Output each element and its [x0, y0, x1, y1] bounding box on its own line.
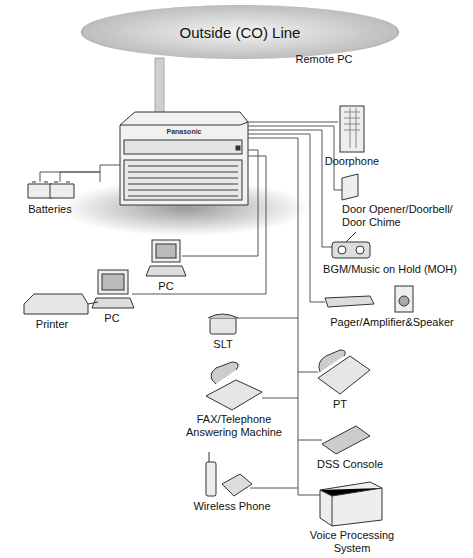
bgm-player-icon: [332, 232, 370, 258]
device-label: PC: [151, 280, 181, 293]
wireless-phone-icon: [206, 452, 252, 496]
slt-phone-icon: [208, 314, 238, 334]
device-label: Printer: [22, 318, 82, 331]
device-label: FAX/Telephone Answering Machine: [174, 413, 294, 439]
co-pole: [155, 58, 164, 120]
brand-label: Panasonic: [159, 128, 209, 136]
pc-icon: [92, 270, 134, 308]
device-label: PT: [325, 398, 355, 411]
pc-icon: [146, 240, 186, 276]
device-label: BGM/Music on Hold (MOH): [315, 263, 465, 276]
voice-processing-icon: [320, 482, 382, 526]
node-text: Outside (CO) Line: [80, 4, 400, 41]
device-label: Door Opener/Doorbell/ Door Chime: [342, 203, 454, 229]
door-opener-icon: [342, 174, 358, 200]
printer-icon: [24, 294, 98, 314]
doorphone-icon: [340, 106, 364, 152]
pbx-unit: [120, 112, 248, 205]
device-label: PC: [97, 312, 127, 325]
co-line-cloud: Outside (CO) Line: [80, 4, 400, 60]
device-label: Pager/Amplifier&Speaker: [317, 316, 467, 329]
device-label: Wireless Phone: [182, 500, 282, 513]
batteries-icon: [28, 182, 74, 198]
device-label: Remote PC: [279, 53, 369, 66]
device-label: Voice Processing System: [297, 529, 407, 555]
fax-machine-icon: [206, 362, 262, 410]
dss-console-icon: [322, 426, 370, 454]
pt-phone-icon: [318, 350, 370, 394]
device-label: SLT: [203, 338, 243, 351]
device-label: Doorphone: [312, 155, 392, 168]
device-label: DSS Console: [305, 458, 395, 471]
device-label: Batteries: [15, 203, 85, 216]
pager-amplifier-icon: [325, 286, 413, 312]
